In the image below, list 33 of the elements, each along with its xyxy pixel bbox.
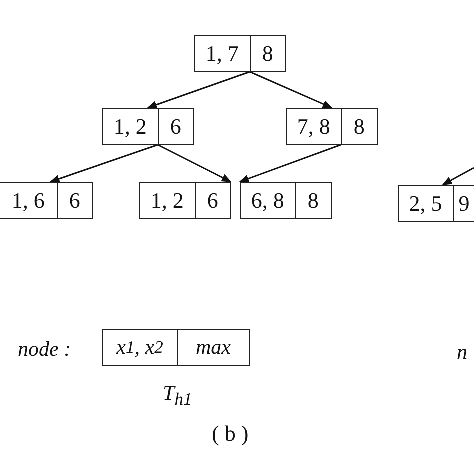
max-value-text: max — [176, 330, 249, 365]
key-range-text: 2, 5 — [408, 190, 444, 218]
arrow — [442, 167, 474, 186]
key-range-text: 1, 2 — [112, 112, 148, 140]
key-range-text: 1, 6 — [10, 186, 46, 214]
arrow — [50, 144, 158, 183]
arrow — [239, 144, 342, 183]
key-range-text: 1, 2 — [150, 186, 185, 214]
tree-name-text: T$_{h1}$ — [163, 381, 192, 410]
arrow — [147, 71, 250, 109]
tree-node-box — [194, 35, 286, 72]
key-range-text: 1, 7 — [204, 40, 240, 68]
max-value-text: 6 — [56, 183, 92, 218]
tree-node-box — [139, 182, 231, 219]
tree-node-box — [102, 108, 194, 145]
arrow — [250, 71, 333, 109]
tree-node-box — [0, 182, 93, 219]
key-range-text: 7, 8 — [296, 112, 332, 140]
tree-node-box — [286, 108, 378, 145]
max-value-text: 8 — [340, 109, 377, 144]
arrow — [158, 144, 232, 183]
tree-node-box — [102, 329, 250, 366]
node-prefix-text: node : — [18, 337, 72, 362]
max-value-text: 8 — [250, 36, 285, 71]
tree-node-box — [240, 182, 332, 219]
node-prefix-text: n — [457, 340, 468, 365]
key-range-text: 6, 8 — [250, 186, 286, 214]
max-value-text: 9 — [452, 186, 474, 221]
panel-label: ( b ) — [212, 421, 249, 447]
max-value-text: 6 — [194, 183, 230, 218]
max-value-text: 8 — [294, 183, 331, 218]
tree-node-box — [398, 185, 474, 222]
max-value-text: 6 — [158, 109, 193, 144]
